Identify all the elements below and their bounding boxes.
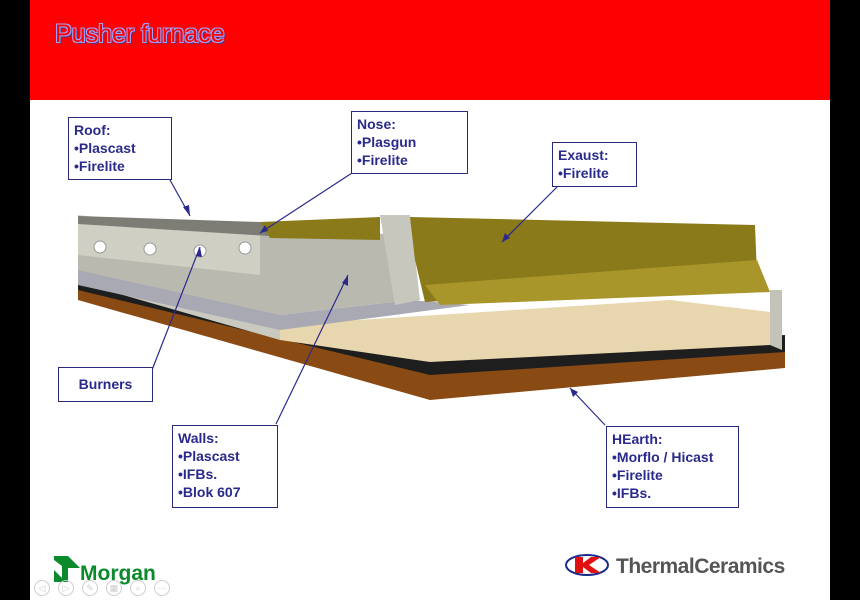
nose-section (260, 217, 380, 240)
prev-slide-icon[interactable]: ◁ (34, 580, 50, 596)
callout-burners-label: Burners (64, 375, 147, 393)
callout-hearth-item: •Firelite (612, 466, 733, 484)
slides-icon[interactable]: ▦ (106, 580, 122, 596)
callout-roof-heading: Roof: (74, 121, 166, 139)
callout-hearth-item: •IFBs. (612, 484, 733, 502)
pen-icon[interactable]: ✎ (82, 580, 98, 596)
callout-walls-heading: Walls: (178, 429, 272, 447)
thermal-ceramics-logo-icon (565, 553, 610, 577)
callout-hearth-heading: HEarth: (612, 430, 733, 448)
burner-hole (144, 243, 156, 255)
callout-hearth-item: •Morflo / Hicast (612, 448, 733, 466)
callout-exaust-item: •Firelite (558, 164, 631, 182)
furnace-diagram (30, 0, 830, 600)
thermal-ceramics-logo-text: ThermalCeramics (616, 555, 785, 579)
callout-roof: Roof: •Plascast •Firelite (68, 117, 172, 180)
callout-walls: Walls: •Plascast •IFBs. •Blok 607 (172, 425, 278, 508)
callout-nose-heading: Nose: (357, 115, 462, 133)
callout-roof-item: •Firelite (74, 157, 166, 175)
burner-hole (239, 242, 251, 254)
callout-nose-item: •Firelite (357, 151, 462, 169)
callout-nose-item: •Plasgun (357, 133, 462, 151)
burner-hole (94, 241, 106, 253)
callout-exaust: Exaust: •Firelite (552, 142, 637, 187)
slideshow-nav-bar: ◁ ▷ ✎ ▦ ⌕ ⋯ (34, 578, 178, 596)
zoom-icon[interactable]: ⌕ (130, 580, 146, 596)
next-slide-icon[interactable]: ▷ (58, 580, 74, 596)
slide: Pusher furnace (30, 0, 830, 600)
callout-walls-item: •Blok 607 (178, 483, 272, 501)
callout-exaust-heading: Exaust: (558, 146, 631, 164)
callout-hearth: HEarth: •Morflo / Hicast •Firelite •IFBs… (606, 426, 739, 508)
callout-nose: Nose: •Plasgun •Firelite (351, 111, 468, 174)
callout-roof-item: •Plascast (74, 139, 166, 157)
callout-walls-item: •IFBs. (178, 465, 272, 483)
right-end-wall (770, 290, 782, 350)
arrow-roof (183, 205, 190, 216)
callout-burners: Burners (58, 367, 153, 402)
callout-walls-item: •Plascast (178, 447, 272, 465)
more-options-icon[interactable]: ⋯ (154, 580, 170, 596)
